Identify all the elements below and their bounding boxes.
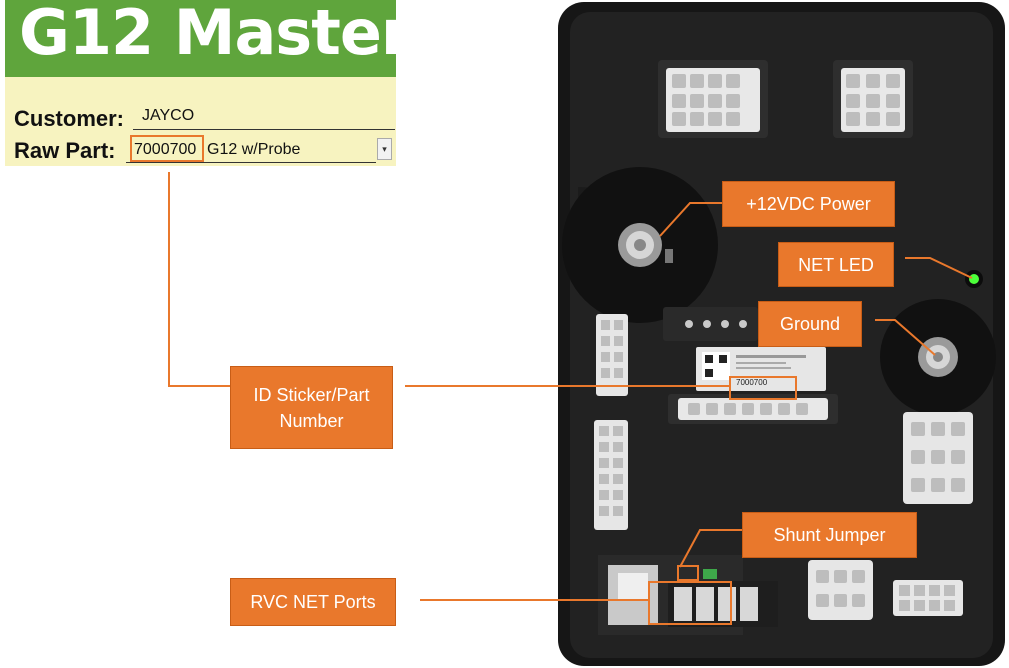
top-right-connector [833, 60, 913, 138]
callout-power: +12VDC Power [722, 181, 895, 227]
raw-part-dropdown-button[interactable]: ▾ [377, 138, 392, 160]
bottom-6pin-connector [808, 560, 873, 620]
callout-rvc-net-ports: RVC NET Ports [230, 578, 396, 626]
raw-part-number[interactable]: 7000700 [134, 141, 197, 158]
net-led [969, 274, 979, 284]
middle-connector [668, 394, 838, 424]
page-title: G12 Master [19, 0, 411, 69]
raw-part-label: Raw Part: [14, 138, 116, 163]
part-number-highlight [130, 135, 204, 162]
shunt-jumper [703, 569, 717, 579]
rvc-ports-highlight-box [648, 581, 732, 625]
callout-id-sticker: ID Sticker/Part Number [230, 366, 393, 449]
rvc-net-board [598, 555, 778, 635]
customer-label: Customer: [14, 106, 125, 131]
leader-raw-part [168, 172, 230, 387]
callout-net-led: NET LED [778, 242, 894, 287]
form-panel [5, 77, 396, 166]
left-vertical-connector-lower [594, 420, 628, 530]
raw-part-underline [126, 162, 376, 163]
bottom-8pin-connector [893, 580, 963, 616]
upper-connector-strip [663, 307, 758, 341]
ground-stud [880, 299, 996, 415]
sticker-part-number: 7000700 [736, 378, 768, 387]
title-banner: G12 Master [5, 0, 411, 77]
right-connector [903, 412, 973, 504]
top-left-connector [658, 60, 768, 138]
callout-ground: Ground [758, 301, 862, 347]
customer-value[interactable]: JAYCO [142, 107, 195, 124]
customer-underline [133, 129, 395, 130]
sticker-highlight-box [729, 376, 797, 400]
callout-shunt-jumper: Shunt Jumper [742, 512, 917, 558]
controller-illustration: 7000700 [562, 60, 996, 635]
id-sticker: 7000700 [696, 347, 826, 391]
left-vertical-connector-upper [596, 314, 628, 396]
raw-part-description[interactable]: G12 w/Probe [207, 141, 301, 158]
power-stud [562, 167, 718, 323]
